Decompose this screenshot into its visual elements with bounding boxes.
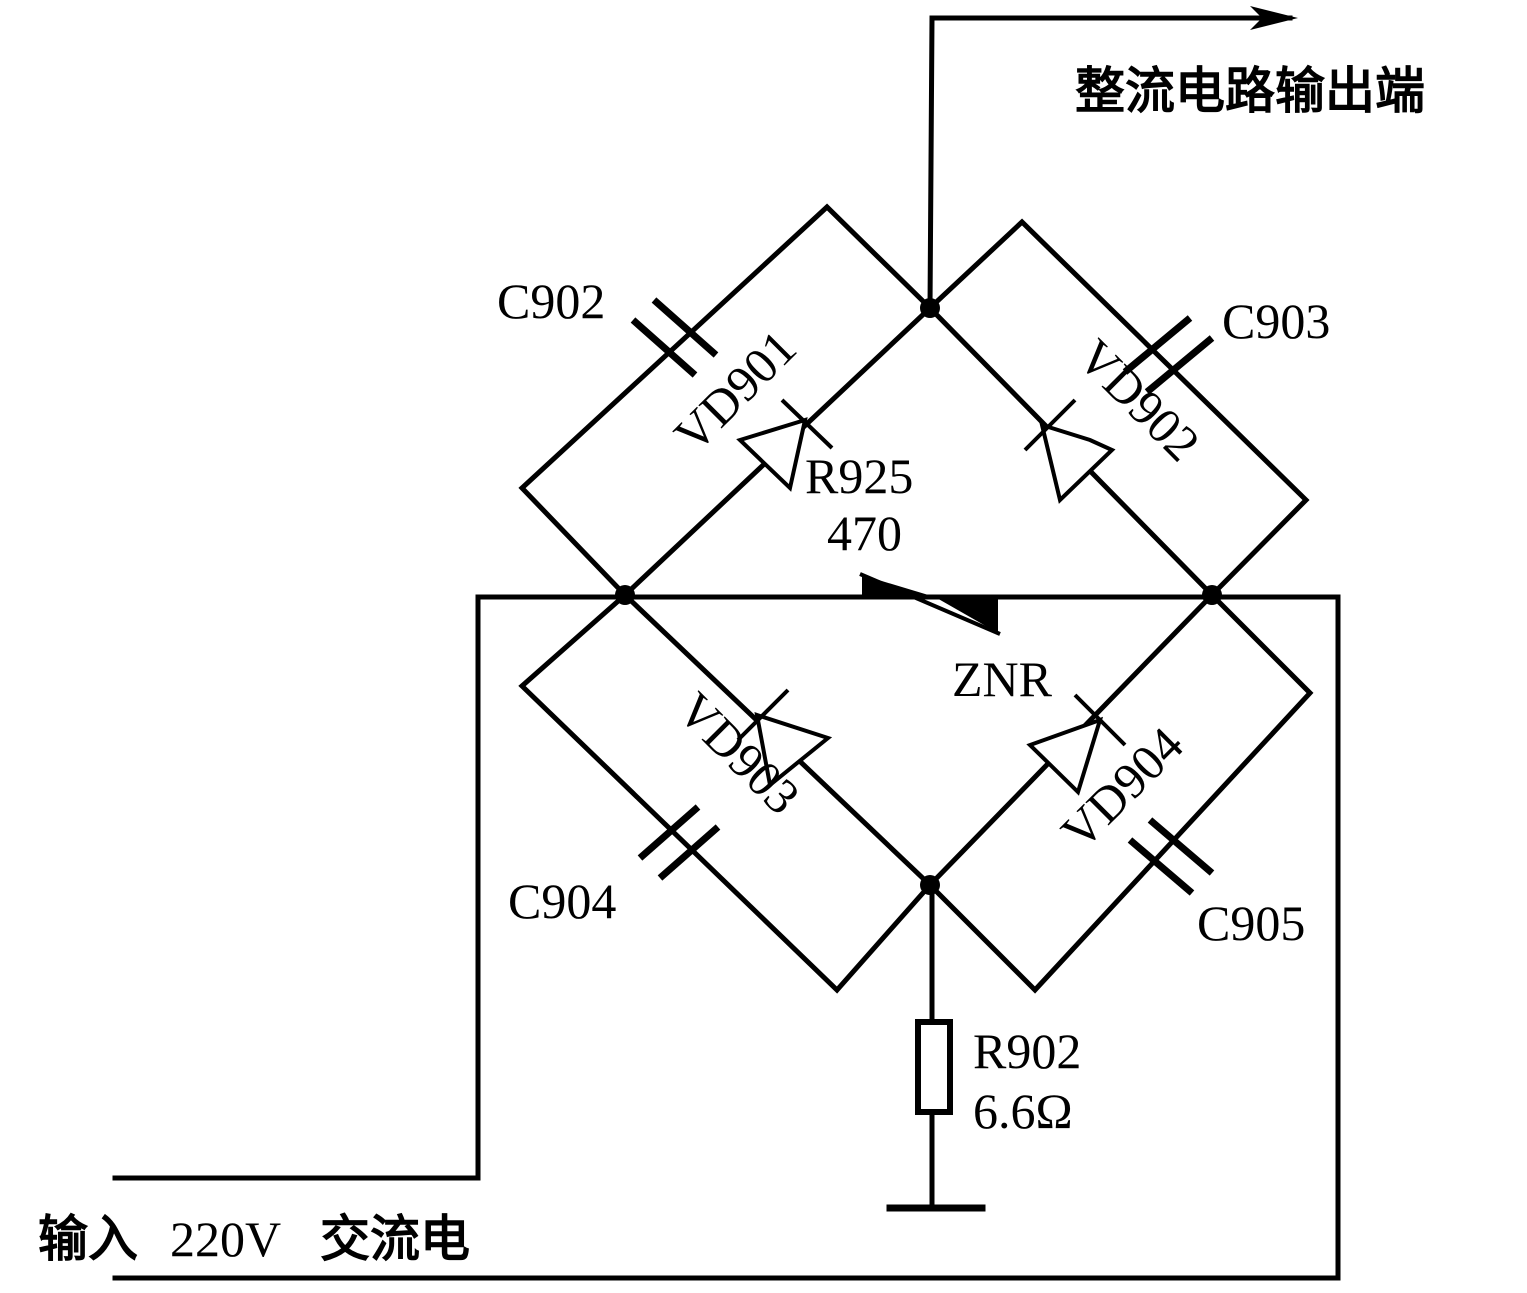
label-r925: R925	[805, 448, 913, 504]
diode-vd904	[1026, 693, 1127, 796]
label-r902-value: 6.6Ω	[973, 1083, 1073, 1139]
c903-loop	[926, 218, 1310, 599]
input-label-cn1: 输入	[38, 1210, 138, 1268]
junction-right	[1202, 585, 1222, 605]
capacitor-c902	[630, 297, 719, 390]
diode-vd902	[1023, 398, 1116, 504]
capacitor-c905	[1127, 817, 1215, 896]
output-label: 整流电路输出端	[1075, 62, 1425, 120]
c902-loop	[518, 203, 934, 599]
input-label: 输入 220V 交流电	[38, 1210, 470, 1268]
capacitor-c904	[637, 804, 721, 881]
output-wire	[927, 6, 1298, 311]
input-label-voltage: 220V	[170, 1211, 281, 1267]
junction-bottom	[920, 875, 940, 895]
label-c904: C904	[508, 873, 616, 929]
r925-znr-element	[859, 572, 1001, 636]
capacitor-c903	[1122, 315, 1215, 395]
label-c902: C902	[497, 273, 605, 329]
junction-left	[615, 585, 635, 605]
ac-input-wiring	[112, 594, 1341, 1281]
diode-vd901	[736, 398, 834, 492]
label-c905: C905	[1197, 895, 1305, 951]
diode-vd903	[736, 688, 833, 789]
junction-top	[920, 298, 940, 318]
label-c903: C903	[1222, 293, 1330, 349]
input-label-cn2: 交流电	[320, 1210, 470, 1268]
c904-loop	[518, 591, 934, 994]
label-r902: R902	[973, 1023, 1081, 1079]
resistor-r902	[886, 882, 986, 1212]
label-znr: ZNR	[952, 651, 1053, 707]
label-r925-value: 470	[827, 505, 902, 561]
